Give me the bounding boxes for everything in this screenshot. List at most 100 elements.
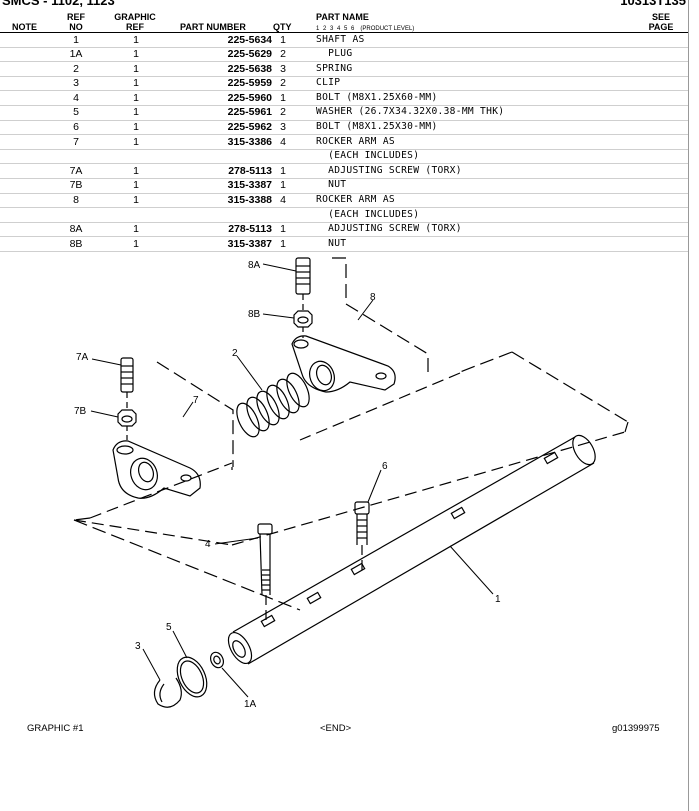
ref-no-cell: 2	[73, 62, 79, 75]
header-note: NOTE	[12, 22, 38, 32]
header-part-number: PART NUMBER	[180, 22, 246, 32]
part-number-cell: 278-5113	[228, 223, 272, 236]
smcs-code: SMCS - 1102, 1123	[2, 0, 115, 8]
callout-8b: 8B	[248, 309, 261, 320]
part-name-cell: NUT	[316, 237, 347, 249]
dashed-box-edges	[73, 372, 626, 546]
document-code: 10313T135	[620, 0, 686, 8]
graphic-ref-cell: 1	[133, 135, 139, 148]
qty-cell: 2	[280, 48, 286, 61]
leader-lines	[90, 263, 494, 698]
table-row: (EACH INCLUDES)	[0, 150, 688, 165]
graphic-ref-cell: 1	[133, 223, 139, 236]
rocker-arm-lower	[112, 440, 201, 499]
ref-no-cell: 1	[73, 33, 79, 46]
dashed-assembly-box	[73, 257, 629, 611]
callout-8: 8	[370, 292, 376, 303]
ref-no-cell: 5	[73, 106, 79, 119]
part-name-cell: BOLT (M8X1.25X30-MM)	[316, 121, 438, 133]
callout-6: 6	[382, 461, 388, 472]
page-top-strip: SMCS - 1102, 1123 10313T135	[0, 0, 688, 9]
part-number-cell: 315-3388	[227, 194, 272, 207]
table-row: 8 1 315-3388 4 ROCKER ARM AS	[0, 194, 688, 209]
qty-cell: 3	[280, 121, 286, 134]
table-row: (EACH INCLUDES)	[0, 208, 688, 223]
table-row: 6 1 225-5962 3 BOLT (M8X1.25X30-MM)	[0, 121, 688, 136]
nut-8b	[293, 310, 313, 338]
part-name-cell: (EACH INCLUDES)	[316, 208, 420, 220]
part-name-cell: WASHER (26.7X34.32X0.38-MM THK)	[316, 106, 505, 118]
ref-no-cell: 7A	[69, 164, 83, 177]
ref-no-cell: 3	[73, 77, 79, 90]
part-number-cell: 315-3386	[227, 135, 272, 148]
part-number-cell: 225-5634	[227, 33, 272, 46]
graphic-ref-cell: 1	[133, 164, 139, 177]
nut-7b	[117, 409, 137, 440]
callout-4: 4	[205, 539, 211, 550]
callout-7a: 7A	[76, 352, 89, 363]
graphic-ref-cell: 1	[133, 106, 139, 119]
graphic-ref-cell: 1	[133, 179, 139, 192]
callout-labels: 8A 8B 8 7A 7B 7 2 6 4 1 5 3 1A	[74, 260, 501, 710]
callout-1a: 1A	[244, 699, 257, 710]
table-row: 7A 1 278-5113 1 ADJUSTING SCREW (TORX)	[0, 164, 688, 179]
graphic-ref-cell: 1	[133, 237, 139, 250]
part-name-cell: ROCKER ARM AS	[316, 135, 395, 147]
ref-no-cell: 4	[73, 91, 79, 104]
qty-cell: 1	[280, 33, 286, 46]
ref-no-cell: 6	[73, 121, 79, 134]
part-name-cell: SPRING	[316, 62, 353, 74]
part-name-cell: NUT	[316, 179, 347, 191]
graphic-ref-cell: 1	[133, 121, 139, 134]
ref-no-cell: 7B	[69, 179, 83, 192]
graphic-ref-cell: 1	[133, 91, 139, 104]
part-number-cell: 225-5962	[227, 121, 272, 134]
bolt-short	[354, 501, 370, 570]
part-name-cell: ADJUSTING SCREW (TORX)	[316, 223, 462, 235]
part-number-cell: 225-5638	[227, 62, 272, 75]
page-edge-line	[688, 0, 689, 811]
plug	[209, 651, 225, 669]
bolt-long	[257, 523, 273, 625]
qty-cell: 1	[280, 223, 286, 236]
qty-cell: 1	[280, 164, 286, 177]
part-name-cell: BOLT (M8X1.25X60-MM)	[316, 91, 438, 103]
header-levels: 1 2 3 4 5 6	[316, 26, 356, 32]
part-number-cell: 315-3387	[227, 237, 272, 250]
part-number-cell: 225-5961	[227, 106, 272, 119]
graphic-ref-cell: 1	[133, 62, 139, 75]
screw-8a	[295, 257, 311, 310]
qty-cell: 1	[280, 179, 286, 192]
callout-7: 7	[193, 395, 199, 406]
washer	[176, 656, 208, 698]
callout-8a: 8A	[248, 260, 261, 271]
table-row: 1 1 225-5634 1 SHAFT AS	[0, 33, 688, 48]
qty-cell: 1	[280, 91, 286, 104]
ref-no-cell: 8	[73, 194, 79, 207]
part-name-cell: ROCKER ARM AS	[316, 194, 395, 206]
part-number-cell: 278-5113	[228, 164, 272, 177]
callout-1: 1	[495, 594, 501, 605]
graphic-ref-cell: 1	[133, 194, 139, 207]
part-name-cell: SHAFT AS	[316, 33, 365, 45]
callout-2: 2	[232, 348, 238, 359]
end-marker: <END>	[320, 723, 352, 734]
graphic-label: GRAPHIC #1	[27, 723, 84, 734]
graphic-ref-cell: 1	[133, 33, 139, 46]
part-name-cell: CLIP	[316, 77, 341, 89]
ref-no-cell: 1A	[69, 48, 83, 61]
part-name-cell: ADJUSTING SCREW (TORX)	[316, 164, 462, 176]
qty-cell: 4	[280, 194, 286, 207]
header-product-level: (PRODUCT LEVEL)	[360, 26, 415, 32]
ref-no-cell: 7	[73, 135, 79, 148]
part-number-cell: 225-5959	[227, 77, 272, 90]
